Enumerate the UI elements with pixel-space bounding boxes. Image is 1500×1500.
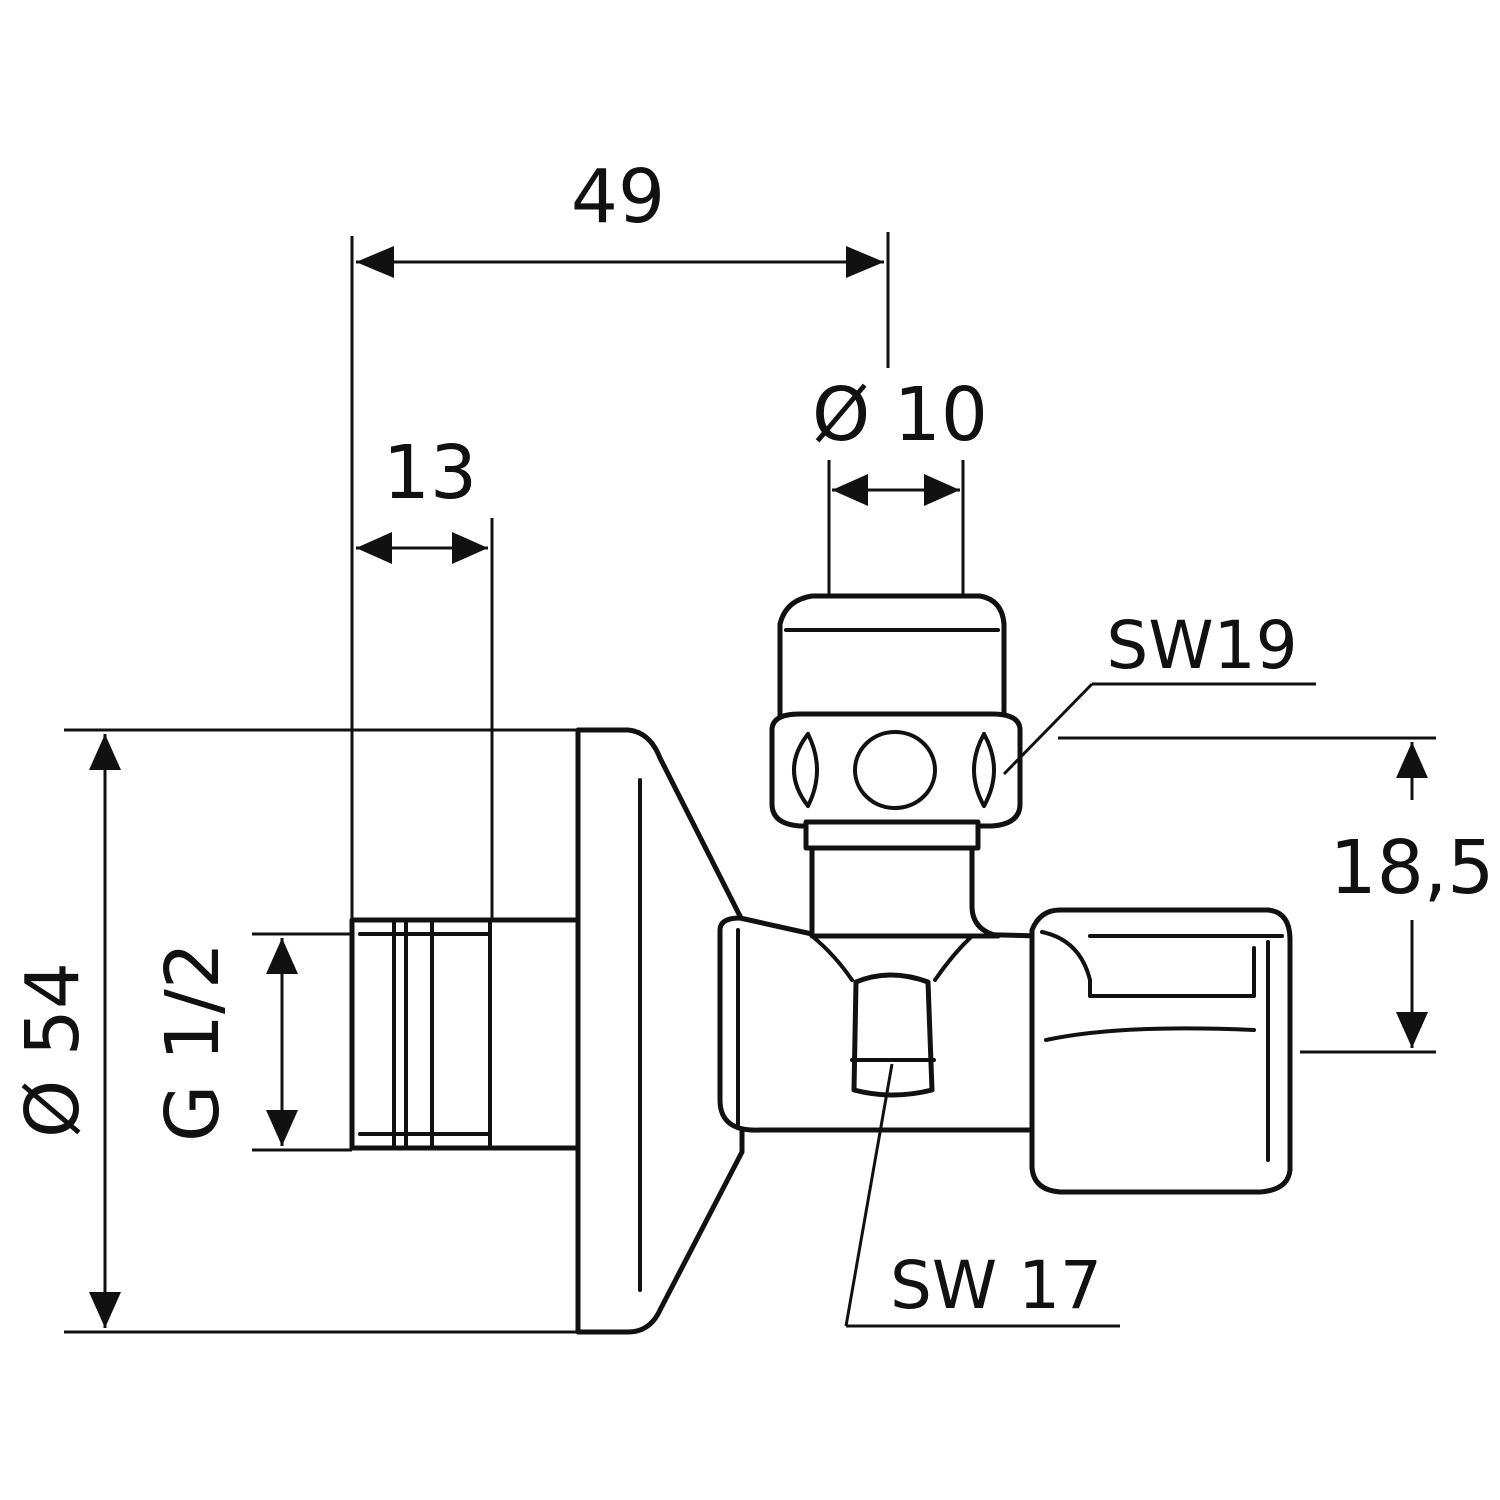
valve-body: [349, 593, 1293, 1335]
dimension-thread-length: 13: [356, 430, 494, 918]
callout-sw19: SW19: [1002, 607, 1316, 776]
dimension-rosette-diameter: Ø 54: [10, 728, 578, 1334]
dimension-diameter-10-label: Ø 10: [812, 372, 988, 458]
dimension-49-label: 49: [571, 154, 665, 240]
handle-cap-sw19: [769, 593, 1023, 851]
outlet-nut: [1029, 907, 1293, 1195]
dimension-diameter-54-label: Ø 54: [10, 962, 96, 1138]
dimension-outlet-offset: 18,5: [1058, 736, 1495, 1054]
dimension-13-label: 13: [383, 430, 477, 516]
callout-sw17: SW 17: [844, 1063, 1120, 1328]
dimension-18-5-label: 18,5: [1330, 825, 1495, 911]
threaded-inlet: [349, 917, 587, 1151]
dimension-thread-size: G 1/2: [150, 932, 352, 1152]
body-hex-sw17: [850, 972, 936, 1098]
wall-rosette: [575, 727, 745, 1335]
callout-sw17-label: SW 17: [890, 1247, 1102, 1324]
valve-stem: [809, 827, 1001, 982]
dimension-outlet-diameter: Ø 10: [812, 372, 988, 596]
dimension-overall-length: 49: [350, 154, 890, 918]
callout-sw19-label: SW19: [1106, 607, 1297, 684]
dimension-g-half-label: G 1/2: [150, 942, 236, 1142]
